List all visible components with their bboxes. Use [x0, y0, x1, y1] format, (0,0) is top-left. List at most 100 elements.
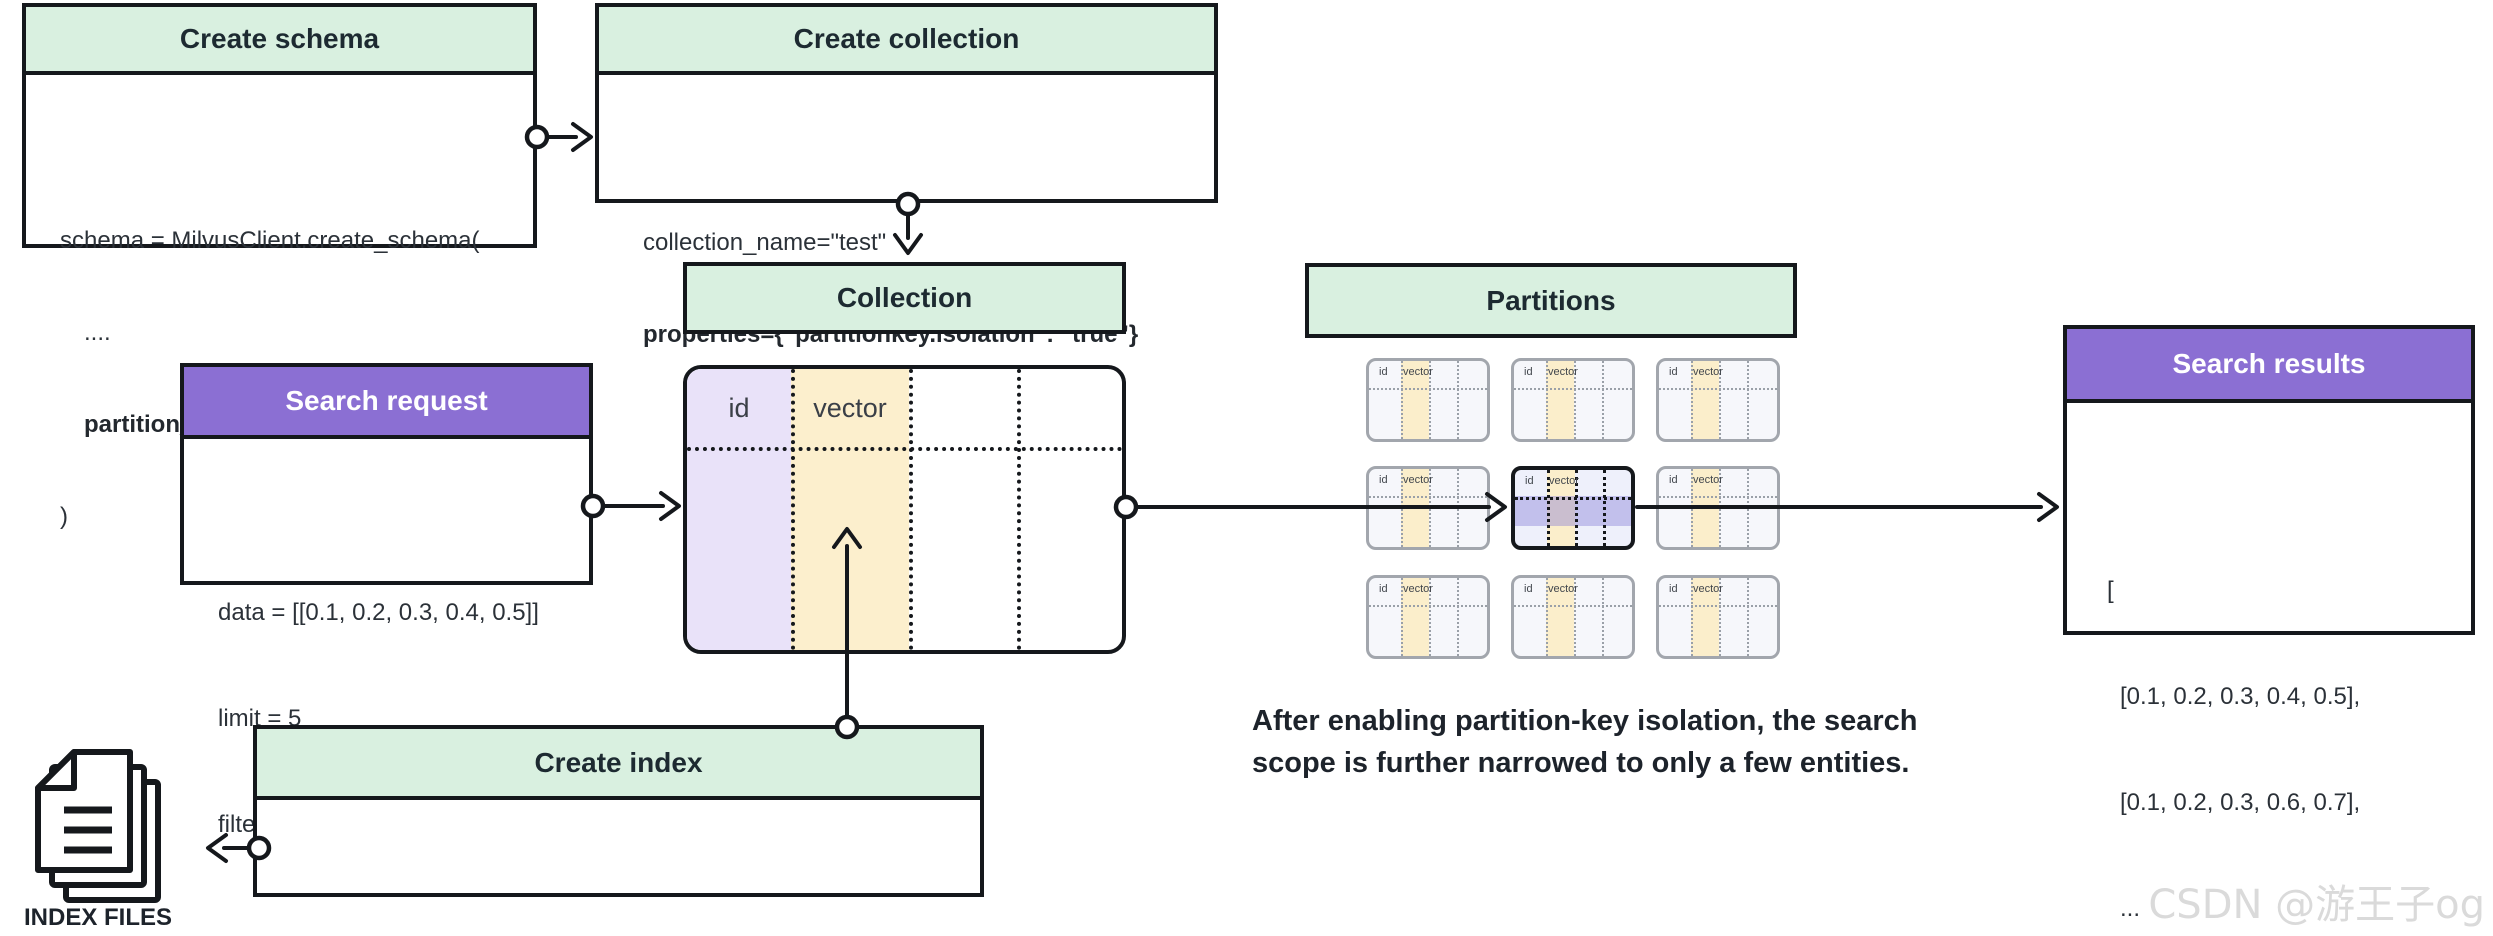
create-collection-title: Create collection [793, 23, 1020, 54]
partition-id-label: id [1379, 474, 1388, 486]
code-line: data = [[0.1, 0.2, 0.3, 0.4, 0.5]] [218, 599, 539, 626]
partition-card: id vector [1511, 575, 1635, 659]
dotted-divider [1369, 388, 1487, 390]
code-line: [0.1, 0.2, 0.3, 0.6, 0.7], [2120, 789, 2361, 816]
partition-highlight-row [1515, 496, 1631, 526]
create-index-box: Create index index_params = MilvusClient… [253, 725, 984, 897]
dotted-divider [1719, 578, 1721, 656]
dotted-divider [1429, 361, 1431, 439]
partition-card: id vector [1656, 466, 1780, 550]
partition-card: id vector [1656, 575, 1780, 659]
connector-request-to-collection [601, 491, 681, 521]
create-index-code: index_params = MilvusClient.prepare_inde… [317, 910, 1040, 936]
dotted-divider [1602, 578, 1604, 656]
partition-id-label: id [1669, 583, 1678, 595]
dotted-divider [1017, 369, 1021, 650]
partition-vector-band [1401, 361, 1429, 439]
partition-card: id vector [1366, 466, 1490, 550]
partition-id-label: id [1524, 583, 1533, 595]
dotted-divider [1369, 605, 1487, 607]
partition-vector-band [1691, 361, 1719, 439]
partition-vector-label: vector [1403, 583, 1433, 595]
partition-vector-label: vector [1693, 583, 1723, 595]
dotted-divider [791, 369, 795, 650]
dotted-divider [1574, 578, 1576, 656]
dotted-header-divider [687, 447, 1122, 451]
collection-vector-label: vector [813, 393, 887, 423]
create-index-header: Create index [257, 729, 980, 800]
collection-id-label: id [728, 393, 750, 423]
create-collection-header: Create collection [599, 7, 1214, 75]
create-index-title: Create index [534, 746, 703, 778]
dotted-divider [1546, 578, 1548, 656]
dotted-divider [1457, 361, 1459, 439]
search-results-code: [ [0.1, 0.2, 0.3, 0.4, 0.5], [0.1, 0.2, … [2107, 503, 2493, 936]
partition-vector-label: vector [1548, 366, 1578, 378]
partition-vector-band [1546, 361, 1574, 439]
collection-header-box: Collection [683, 262, 1126, 334]
code-line: [ [2107, 577, 2114, 604]
create-collection-box: Create collection collection_name="test"… [595, 3, 1218, 348]
collection-table: id vector [683, 365, 1126, 654]
dotted-divider [1691, 578, 1693, 656]
search-request-title: Search request [285, 385, 488, 416]
partition-vector-label: vector [1548, 583, 1578, 595]
dotted-divider [1747, 361, 1749, 439]
index-files-icon [35, 749, 161, 903]
connector-schema-to-collection [545, 122, 593, 152]
create-schema-box: Create schema schema = MilvusClient.crea… [22, 3, 537, 530]
partition-id-label: id [1669, 366, 1678, 378]
create-schema-title: Create schema [179, 23, 380, 54]
dotted-divider [1514, 388, 1632, 390]
dotted-divider [1602, 361, 1604, 439]
code-line: schema = MilvusClient.create_schema( [60, 227, 480, 254]
dotted-divider [1659, 388, 1777, 390]
dotted-divider [1515, 497, 1631, 500]
dotted-divider [1401, 361, 1403, 439]
partition-vector-band [1547, 470, 1575, 546]
code-line: [0.1, 0.2, 0.3, 0.4, 0.5], [2120, 683, 2361, 710]
partition-card: id vector [1511, 358, 1635, 442]
watermark-text: CSDN @游王子og [2148, 882, 2485, 928]
dotted-divider [1514, 605, 1632, 607]
partition-card: id vector [1366, 358, 1490, 442]
caption-text: After enabling partition-key isolation, … [1252, 700, 1918, 784]
search-request-box: Search request data = [[0.1, 0.2, 0.3, 0… [180, 363, 593, 838]
search-results-header: Search results [2067, 329, 2471, 403]
index-files-label: INDEX FILES [23, 904, 173, 931]
code-line: ) [60, 503, 68, 530]
partition-vector-band [1546, 578, 1574, 656]
dotted-divider [1691, 361, 1693, 439]
partition-vector-label: vector [1549, 475, 1579, 487]
partition-card-selected: id vector [1511, 466, 1635, 550]
partition-vector-band [1401, 578, 1429, 656]
partition-id-label: id [1379, 366, 1388, 378]
search-results-title: Search results [2172, 348, 2366, 379]
partition-id-label: id [1379, 583, 1388, 595]
partition-vector-label: vector [1693, 366, 1723, 378]
create-schema-header: Create schema [26, 7, 533, 75]
dotted-divider [1574, 361, 1576, 439]
dotted-divider [909, 369, 913, 650]
code-line: ... [2120, 895, 2141, 922]
partition-id-label: id [1524, 366, 1533, 378]
search-request-header: Search request [184, 367, 589, 439]
caption-line: scope is further narrowed to only a few … [1252, 747, 1910, 779]
dotted-divider [1457, 578, 1459, 656]
collection-id-column [687, 369, 791, 650]
dotted-divider [1747, 469, 1749, 547]
dotted-divider [1719, 361, 1721, 439]
dotted-divider [1575, 470, 1578, 546]
dotted-divider [1369, 496, 1487, 498]
dotted-divider [1747, 578, 1749, 656]
partitions-title: Partitions [1486, 284, 1616, 316]
caption-line: After enabling partition-key isolation, … [1252, 705, 1918, 737]
partition-vector-label: vector [1693, 474, 1723, 486]
collection-title: Collection [836, 282, 973, 313]
dotted-divider [1659, 605, 1777, 607]
partition-id-label: id [1669, 474, 1678, 486]
dotted-divider [1546, 361, 1548, 439]
partition-vector-band [1691, 578, 1719, 656]
dotted-divider [1429, 578, 1431, 656]
